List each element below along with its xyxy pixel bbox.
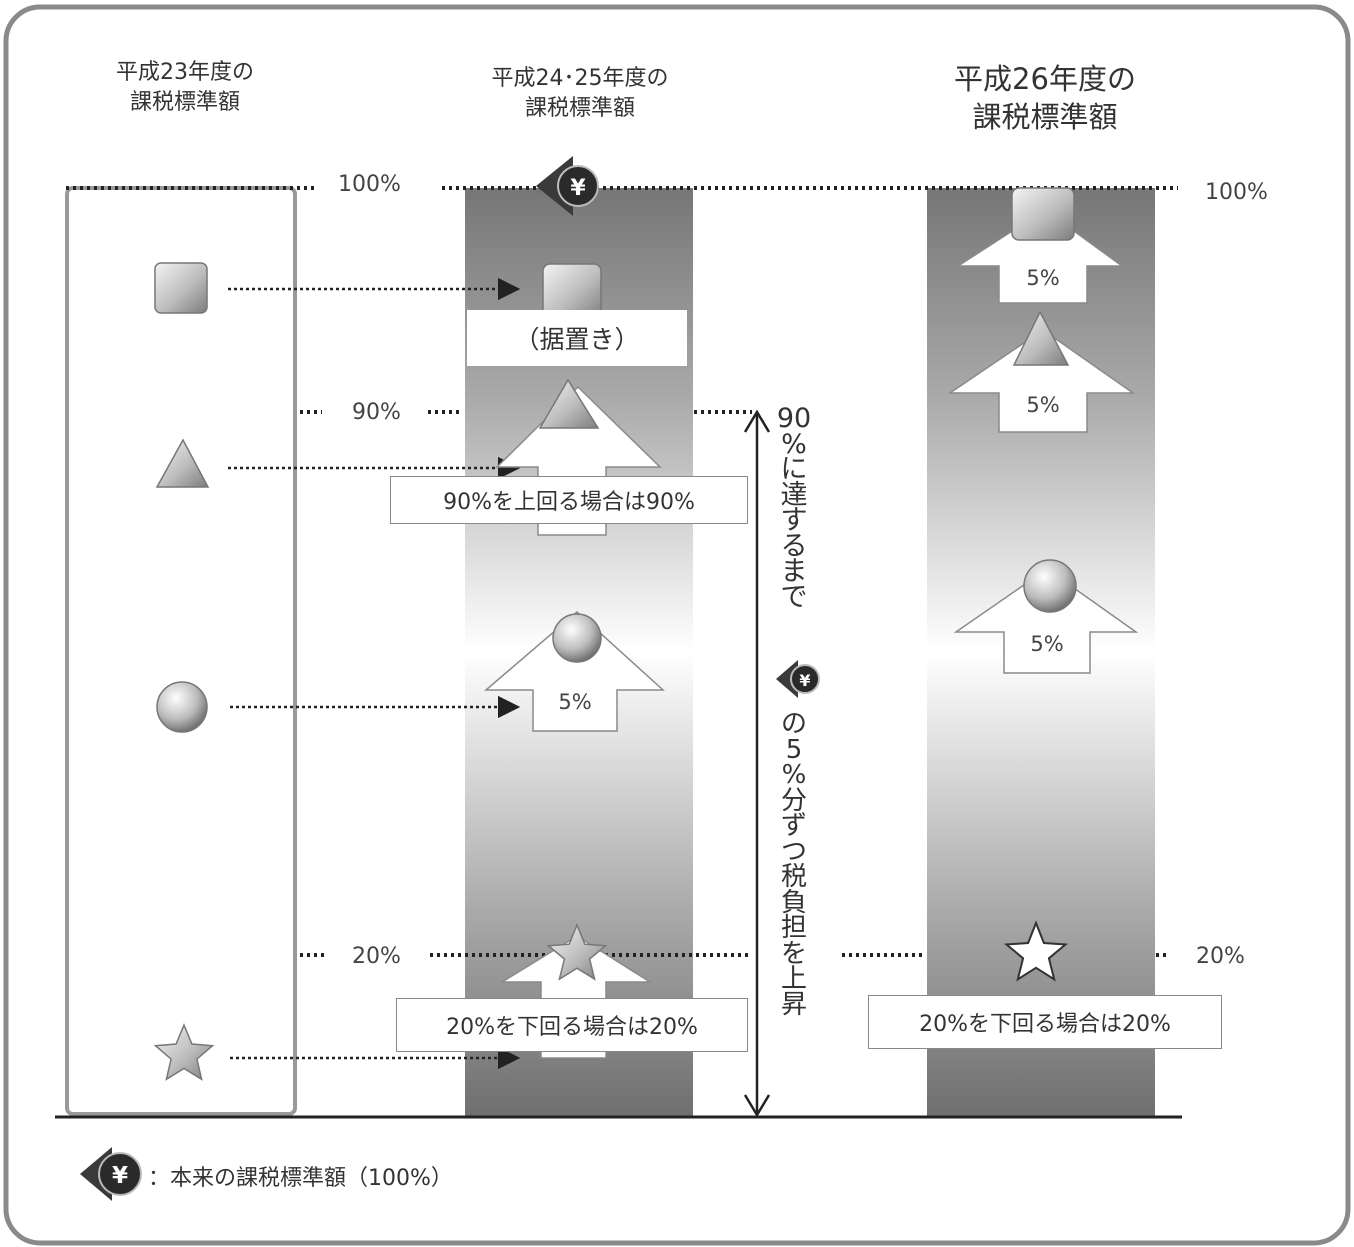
- note-below-20-26: 20%を下回る場合は20%: [868, 995, 1222, 1049]
- note-deferred: （据置き）: [467, 310, 687, 366]
- square-shape-23: [154, 262, 208, 314]
- level-20-left: 20%: [352, 944, 401, 969]
- star-shape-26: [1003, 920, 1069, 982]
- vchar: 負: [780, 887, 807, 918]
- header-year23-line1: 平成23年度の: [116, 60, 254, 85]
- vertical-label-part2: の 5 % 分 ず つ 税 負 担 を 上 昇: [774, 709, 814, 1020]
- outer-frame: [3, 4, 1351, 1246]
- note-above-90: 90%を上回る場合は90%: [390, 476, 748, 524]
- header-year26-line2: 課税標準額: [972, 100, 1118, 134]
- vchar: 90: [776, 403, 812, 434]
- header-year23-line2: 課税標準額: [129, 90, 240, 115]
- svg-text:¥: ¥: [570, 176, 586, 201]
- level-90: 90%: [352, 400, 401, 425]
- vchar: 達: [780, 479, 808, 511]
- vchar: ず: [780, 811, 807, 841]
- svg-text:¥: ¥: [112, 1163, 128, 1189]
- vchar: 昇: [780, 989, 807, 1020]
- vchar: %: [781, 428, 807, 460]
- vchar: つ: [780, 836, 807, 867]
- triangle-shape-26: [1012, 310, 1070, 366]
- vchar: %: [781, 760, 807, 790]
- header-year26: 平成26年度の 課税標準額: [930, 60, 1160, 136]
- level-20-right: 20%: [1196, 944, 1245, 969]
- star-shape-2425: [546, 923, 608, 981]
- vertical-label-part1: 90 % に 達 す る ま で: [774, 403, 814, 613]
- triangle-shape-23: [155, 438, 210, 488]
- triangle-shape-2425: [538, 378, 600, 429]
- vchar: で: [780, 581, 808, 613]
- circle-shape-26: [1023, 559, 1077, 613]
- vchar: 上: [780, 964, 807, 994]
- square-shape-26: [1011, 187, 1075, 241]
- vchar: の: [780, 709, 807, 739]
- vchar: 分: [780, 785, 807, 816]
- note-below-20-2425: 20%を下回る場合は20%: [396, 998, 748, 1052]
- yen-icon-legend: ¥: [80, 1147, 142, 1201]
- vchar: 税: [780, 862, 807, 892]
- vchar: 5: [785, 734, 803, 765]
- star-shape-23: [153, 1023, 215, 1081]
- step-circle-2425: 5%: [558, 690, 592, 714]
- yen-icon-top: ¥: [536, 156, 599, 216]
- rise-range-arrow: [743, 409, 771, 1118]
- circle-shape-23: [156, 681, 208, 733]
- legend-text: ：本来の課税標準額（100%）: [148, 1166, 453, 1191]
- up-arrow-26-triangle: [947, 329, 1136, 433]
- level-100-left: 100%: [338, 172, 401, 197]
- vchar: る: [780, 530, 808, 562]
- vchar: 担: [780, 913, 807, 943]
- header-year26-line1: 平成26年度の: [954, 62, 1136, 96]
- step-circle-26: 5%: [1030, 632, 1064, 656]
- header-year2425: 平成24･25年度の 課税標準額: [470, 64, 690, 124]
- vchar: を: [780, 938, 807, 969]
- step-square-26: 5%: [1026, 266, 1060, 290]
- circle-shape-2425: [552, 613, 602, 663]
- level-100-right: 100%: [1205, 180, 1268, 205]
- header-year2425-line2: 課税標準額: [524, 96, 635, 121]
- vchar: に: [780, 454, 808, 485]
- step-triangle-26: 5%: [1026, 393, 1060, 417]
- svg-text:¥: ¥: [799, 671, 810, 690]
- yen-icon-vertical: ¥: [776, 660, 820, 698]
- vchar: す: [780, 505, 808, 536]
- column-year23-frame: [65, 186, 297, 1116]
- vchar: ま: [780, 556, 808, 587]
- header-year2425-line1: 平成24･25年度の: [491, 66, 669, 91]
- header-year23: 平成23年度の 課税標準額: [95, 58, 275, 118]
